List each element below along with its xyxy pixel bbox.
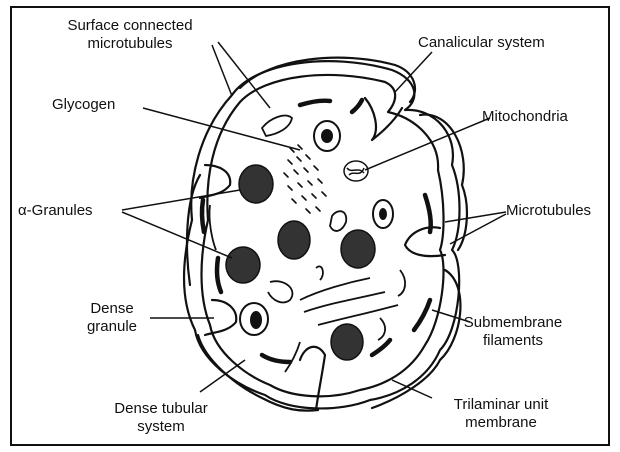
open-tubule bbox=[330, 211, 346, 231]
mitochondrion bbox=[344, 161, 368, 181]
alpha-granule bbox=[239, 165, 273, 203]
dense-tubule bbox=[300, 101, 330, 105]
open-tubule bbox=[300, 278, 370, 300]
label-line: membrane bbox=[436, 414, 566, 432]
alpha-granule bbox=[226, 247, 260, 283]
open-tubule bbox=[304, 292, 385, 312]
label-line: Trilaminar unit bbox=[436, 396, 566, 414]
label-line: microtubules bbox=[34, 35, 226, 53]
open-tubule bbox=[285, 342, 300, 372]
open-tubule bbox=[209, 205, 216, 250]
alpha-granule bbox=[278, 221, 310, 259]
alpha-granule bbox=[341, 230, 375, 268]
leader-lines bbox=[122, 42, 506, 398]
label-glycogen: Glycogen bbox=[52, 96, 115, 114]
dense-tubule bbox=[262, 355, 290, 362]
label-line: system bbox=[96, 418, 226, 436]
label-line: Surface connected bbox=[34, 17, 226, 35]
label-line: Submembrane bbox=[458, 314, 568, 332]
label-dense-granule: Dense granule bbox=[72, 300, 152, 336]
dense-tubule bbox=[217, 258, 221, 292]
dense-tubule bbox=[372, 340, 390, 355]
label-line: Dense tubular bbox=[96, 400, 226, 418]
canalicular-fold-bottom bbox=[300, 347, 325, 410]
glycogen-particles bbox=[284, 145, 326, 213]
open-tubule bbox=[262, 116, 292, 136]
dense-tubule bbox=[352, 100, 362, 112]
label-microtubules: Microtubules bbox=[506, 202, 591, 220]
open-tubule bbox=[318, 305, 398, 325]
dense-tubule bbox=[414, 300, 430, 330]
open-tubule bbox=[316, 266, 323, 280]
label-dense-tubular-system: Dense tubular system bbox=[96, 400, 226, 436]
dense-tubule bbox=[202, 200, 204, 232]
dense-tubule bbox=[425, 195, 431, 232]
outer-lobe-top bbox=[240, 58, 415, 102]
open-tubule bbox=[268, 281, 292, 302]
label-surface-connected-microtubules: Surface connected microtubules bbox=[34, 17, 226, 53]
label-canalicular-system: Canalicular system bbox=[418, 34, 545, 52]
label-line: Dense bbox=[72, 300, 152, 318]
label-line: granule bbox=[72, 318, 152, 336]
label-mitochondria: Mitochondria bbox=[482, 108, 568, 126]
alpha-granule bbox=[331, 324, 363, 360]
canalicular-fold-top bbox=[365, 98, 402, 140]
canalicular-fold-right bbox=[405, 227, 445, 256]
label-submembrane-filaments: Submembrane filaments bbox=[458, 314, 568, 350]
label-trilaminar-unit-membrane: Trilaminar unit membrane bbox=[436, 396, 566, 432]
inner-membrane bbox=[202, 75, 444, 396]
open-tubule bbox=[378, 318, 385, 340]
label-alpha-granules: α-Granules bbox=[18, 202, 93, 220]
open-tubule bbox=[398, 270, 405, 296]
label-line: filaments bbox=[458, 332, 568, 350]
